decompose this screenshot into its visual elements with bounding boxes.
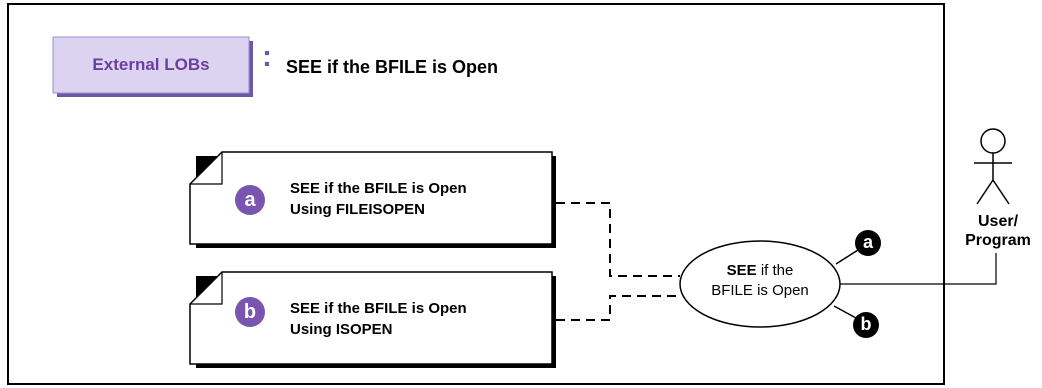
actor-label-line2: Program [965,232,1031,249]
marker-b-letter: b [860,314,872,334]
note-a-line2: Using FILEISOPEN [290,201,426,218]
note-a-badge-letter: a [244,189,256,211]
use-case-label: SEE if the BFILE is Open [680,261,840,301]
marker-a-line [835,249,859,265]
actor-label-line1: User/ [977,213,1019,230]
marker-a-circle [855,230,881,256]
note-b-badge-circle [235,297,265,327]
note-b-line2: Using ISOPEN [290,321,393,338]
note-b-badge-letter: b [243,301,257,323]
note-a-badge-circle [235,185,265,215]
note-a-line1: SEE if the BFILE is Open [290,180,467,197]
use-case-bold: SEE [726,262,757,279]
marker-a-letter: a [862,232,873,252]
connector-b [556,295,680,321]
marker-b-line [833,305,857,319]
marker-b-circle [853,312,879,338]
note-a [189,151,556,248]
use-case-line2: BFILE is Open [711,282,809,299]
note-b-line1: SEE if the BFILE is Open [290,300,467,317]
actor-link [840,253,997,285]
actor-icon [974,128,1012,205]
use-case-rest: if the [756,262,794,279]
header-badge-label: External LOBs [92,55,210,74]
connector-a [556,202,680,277]
header-badge [52,36,250,94]
header-separator: : [262,40,272,73]
page-title: SEE if the BFILE is Open [286,57,499,77]
note-b [189,271,556,368]
